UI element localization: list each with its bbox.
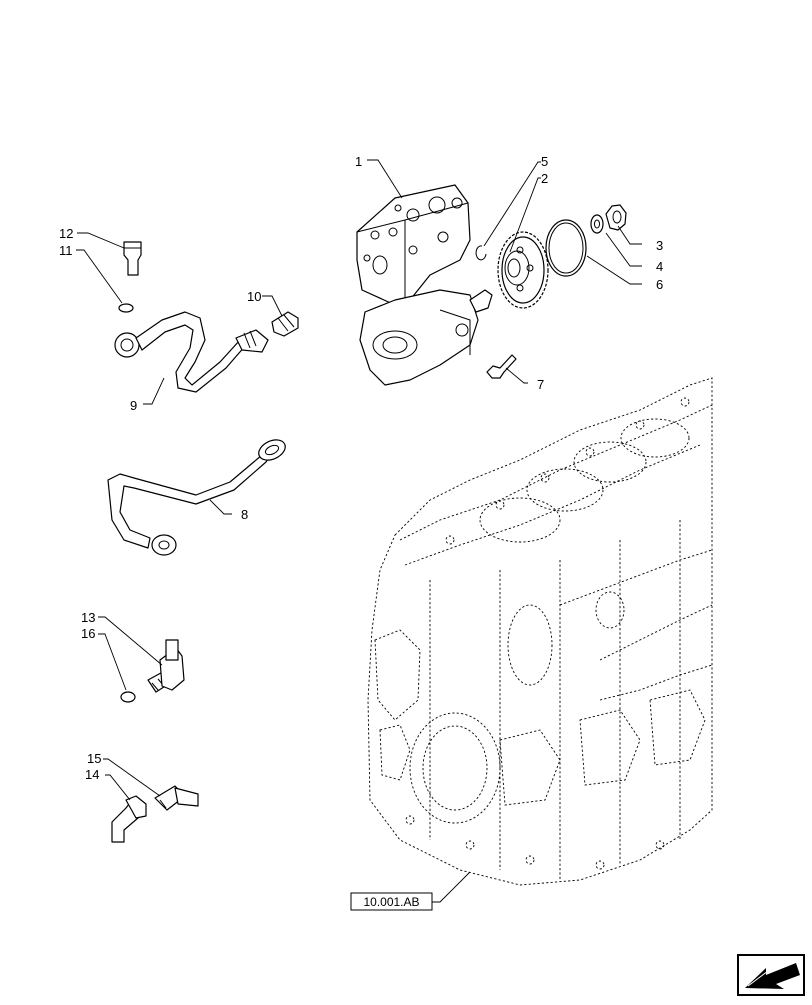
callout-15: 15	[87, 751, 101, 766]
callout-10: 10	[247, 289, 261, 304]
reference-label[interactable]: 10.001.AB	[363, 895, 419, 909]
air-compressor	[356, 184, 493, 386]
callout-5: 5	[541, 154, 548, 169]
callout-1: 1	[355, 154, 362, 169]
oil-pipe-assembly	[114, 241, 299, 393]
nut	[605, 204, 627, 231]
o-ring-large	[545, 219, 587, 277]
callout-2: 2	[541, 171, 548, 186]
elbow-fitting-b	[111, 785, 199, 843]
arrow-nav-icon[interactable]	[737, 954, 805, 996]
callout-12: 12	[59, 226, 73, 241]
washer	[590, 214, 604, 234]
leader-lines	[76, 159, 642, 903]
engine-block	[367, 377, 713, 886]
callout-labels: 1 2 3 4 5 6 7 8 9 10 11 12 13 14 15 16	[59, 154, 663, 782]
snap-ring	[475, 245, 487, 261]
reference-link[interactable]: 10.001.AB	[350, 892, 433, 911]
callout-8: 8	[241, 507, 248, 522]
callout-3: 3	[656, 238, 663, 253]
callout-14: 14	[85, 767, 99, 782]
callout-4: 4	[656, 259, 663, 274]
callout-11: 11	[59, 243, 73, 258]
bolt	[486, 354, 517, 379]
elbow-fitting-a	[120, 639, 185, 703]
return-pipe	[107, 439, 286, 556]
drive-gear	[497, 231, 549, 309]
callout-6: 6	[656, 277, 663, 292]
callout-16: 16	[81, 626, 95, 641]
callout-9: 9	[130, 398, 137, 413]
callout-13: 13	[81, 610, 95, 625]
callout-7: 7	[537, 377, 544, 392]
